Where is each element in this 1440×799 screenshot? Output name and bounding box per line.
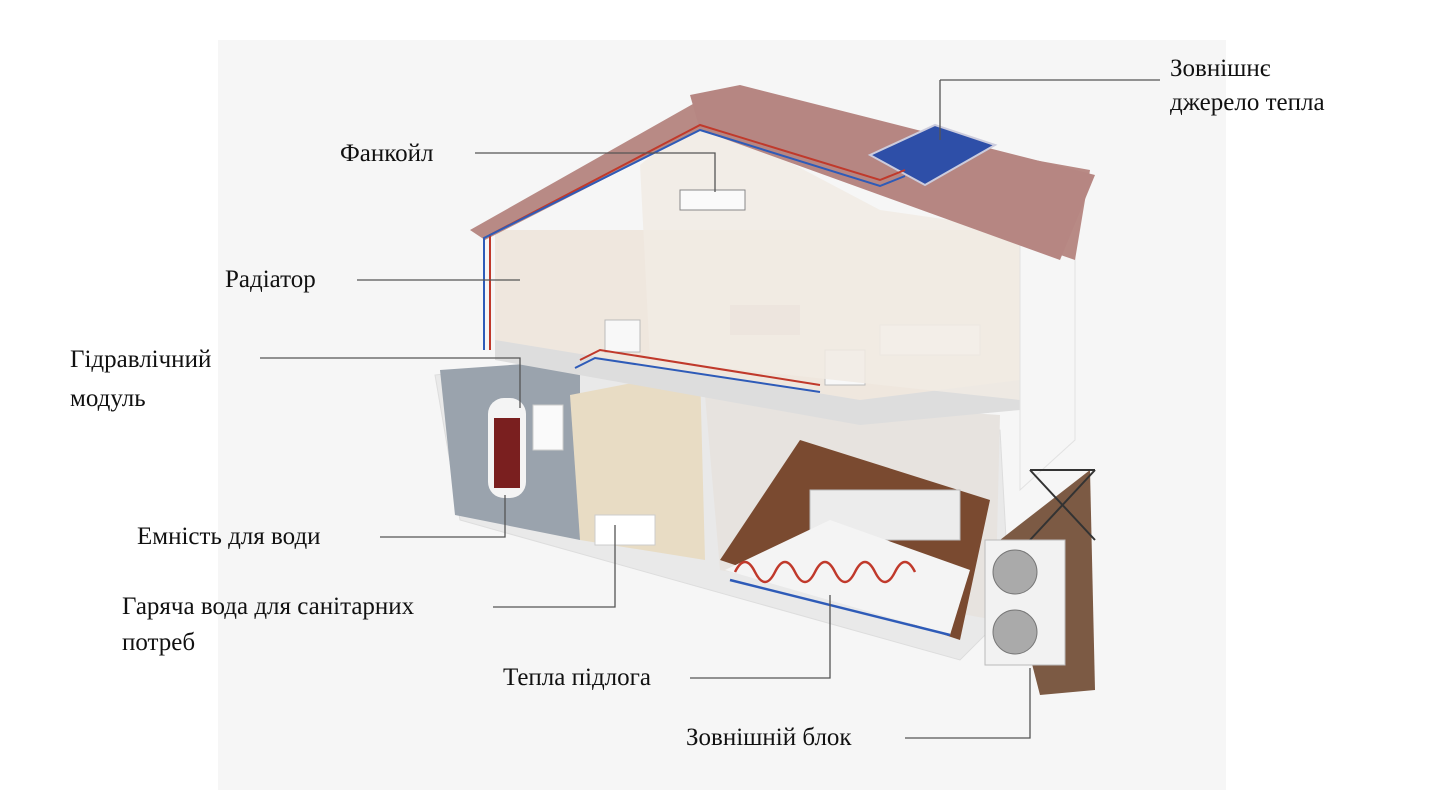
leader-fancoil — [475, 152, 716, 192]
outdoor-unit-fan-bottom — [992, 609, 1038, 655]
hydraulic-module — [532, 404, 564, 451]
label-external-heat-source-line2: джерело тепла — [1170, 89, 1325, 116]
label-water-tank: Емність для води — [137, 523, 321, 550]
bathroom — [570, 370, 705, 560]
label-hydraulic-module-line1: Гідравлічний — [70, 346, 212, 373]
hot-pipe-riser — [489, 123, 906, 350]
label-hydraulic-module-line2: модуль — [70, 385, 146, 412]
floor-heating-pipe — [733, 560, 917, 584]
floor-heating-return-pipe — [729, 578, 951, 637]
floor-heating-panel — [725, 520, 970, 635]
label-external-heat-source-line1: Зовнішнє — [1170, 55, 1271, 82]
fancoil-unit — [679, 189, 746, 211]
hot-pipe-floor — [579, 348, 821, 386]
attic-wall — [640, 115, 1020, 400]
leader-water-tank — [380, 495, 506, 538]
water-tank-core — [494, 418, 520, 488]
leader-outdoor-unit — [905, 668, 1031, 739]
bathtub — [594, 514, 656, 546]
leader-hydraulic-module — [260, 357, 521, 408]
roof-main — [690, 85, 1095, 260]
outdoor-unit-fan-top — [992, 549, 1038, 595]
leader-external-heat-source — [939, 79, 1160, 140]
terrace-railing — [1029, 469, 1096, 541]
upper-floor-slab — [495, 340, 1020, 425]
leader-hot-water — [493, 525, 616, 608]
solar-panels — [867, 123, 998, 187]
label-hot-water-line2: потреб — [122, 629, 196, 656]
label-hot-water-line1: Гаряча вода для санітарних — [122, 593, 415, 620]
radiator-upper-left — [604, 319, 641, 353]
label-floor-heating: Тепла підлога — [503, 664, 651, 691]
label-radiator: Радіатор — [225, 266, 316, 293]
cold-pipe-floor — [574, 356, 821, 393]
leader-floor-heating — [690, 595, 831, 679]
label-outdoor-unit: Зовнішній блок — [686, 724, 852, 751]
label-fancoil: Фанкойл — [340, 140, 434, 167]
cold-pipe-riser — [483, 128, 906, 350]
